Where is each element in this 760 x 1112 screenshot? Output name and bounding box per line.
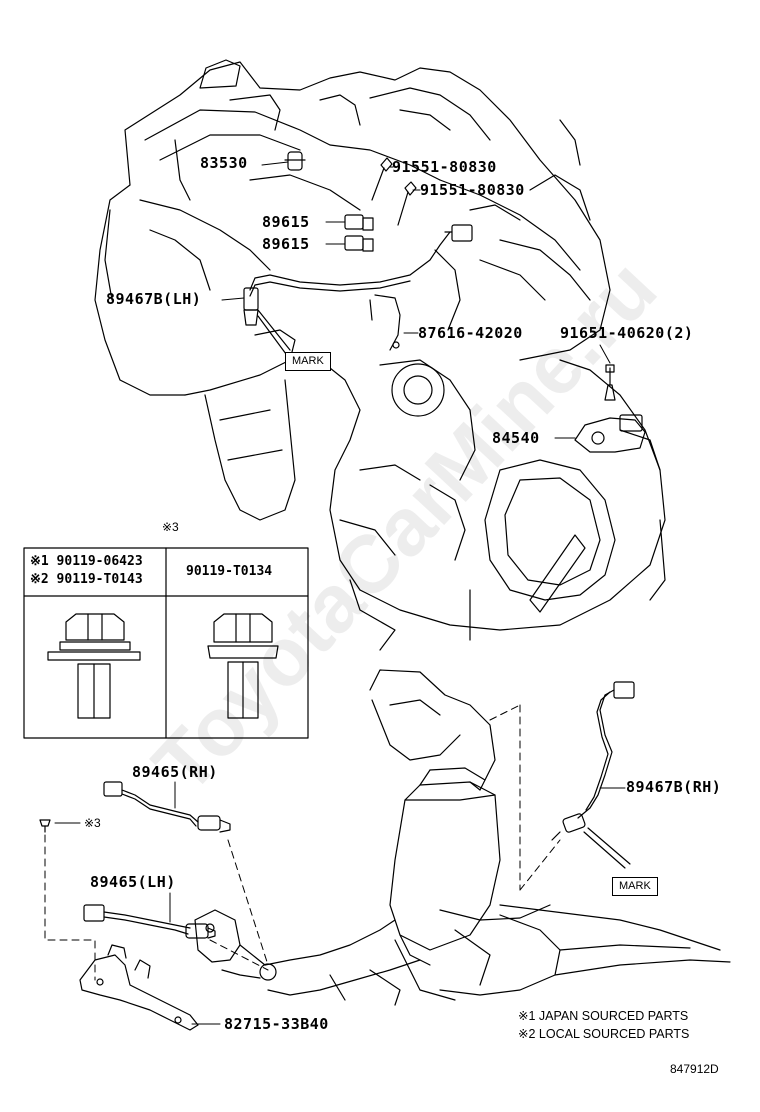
leader-lines-upper [221, 161, 611, 439]
part-label-89465-rh[interactable]: 89465(RH) [132, 763, 218, 781]
connector-89615-drawing [344, 214, 473, 252]
part-label-91551-80830-a[interactable]: 91551-80830 [392, 158, 497, 176]
part-label-89615-b[interactable]: 89615 [262, 235, 310, 253]
table-bolt-90119-06423[interactable]: ※1 90119-06423 [30, 554, 143, 569]
oxygen-sensor-rh-lower-drawing [103, 781, 231, 833]
bolt-with-washer-drawing [47, 613, 141, 719]
part-label-82715-33b40[interactable]: 82715-33B40 [224, 1015, 329, 1033]
leader-lines-lower [54, 781, 626, 1025]
part-label-91651-40620[interactable]: 91651-40620(2) [560, 324, 694, 342]
diagram-code: 847912D [670, 1062, 719, 1076]
part-label-89467b-rh[interactable]: 89467B(RH) [626, 778, 722, 796]
table-ref-3: ※3 [162, 520, 179, 534]
flange-bolt-drawing [207, 613, 279, 719]
note-local-sourced: ※2 LOCAL SOURCED PARTS [518, 1027, 690, 1041]
bolt-ref3-drawing [39, 819, 51, 833]
note-japan-sourced: ※1 JAPAN SOURCED PARTS [518, 1009, 689, 1023]
part-label-89465-lh[interactable]: 89465(LH) [90, 873, 176, 891]
bracket-82715-drawing [79, 944, 199, 1031]
mark-box-lower: MARK [612, 877, 658, 897]
part-label-87616-42020[interactable]: 87616-42020 [418, 324, 523, 342]
oxygen-sensor-lh-lower-drawing [83, 904, 216, 939]
exhaust-pipe-drawing [194, 669, 731, 1006]
table-bolt-90119-T0143[interactable]: ※2 90119-T0143 [30, 572, 143, 587]
knock-sensor-drawing [284, 151, 306, 171]
part-label-83530[interactable]: 83530 [200, 154, 248, 172]
part-label-89467b-lh[interactable]: 89467B(LH) [106, 290, 202, 308]
mark-box-upper: MARK [285, 352, 331, 372]
part-label-84540[interactable]: 84540 [492, 429, 540, 447]
bolt-91551-drawing [371, 157, 417, 226]
bolt-table-frame [23, 547, 309, 739]
neutral-switch-84540-drawing [574, 364, 646, 453]
dashed-guide-lines [44, 704, 561, 981]
part-label-91551-80830-b[interactable]: 91551-80830 [420, 181, 525, 199]
oxygen-sensor-lh-upper-drawing [243, 231, 451, 355]
bracket-87616-drawing [369, 294, 401, 351]
table-bolt-90119-T0134[interactable]: 90119-T0134 [186, 564, 273, 579]
part-label-89615-a[interactable]: 89615 [262, 213, 310, 231]
engine-assembly-drawing [94, 59, 666, 651]
bolt-ref-3: ※3 [84, 816, 101, 830]
oxygen-sensor-rh-drawing [551, 681, 635, 869]
